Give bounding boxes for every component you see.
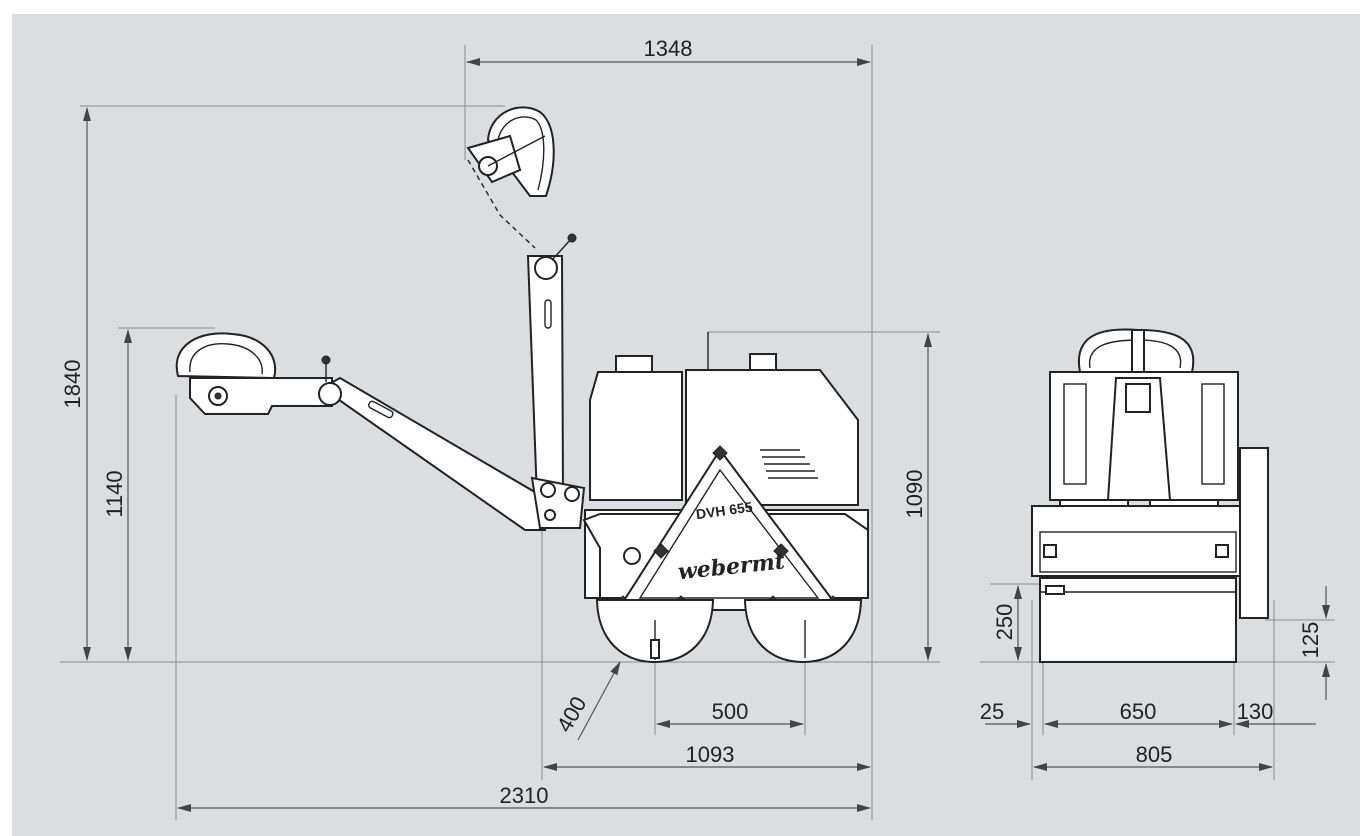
front-view-machine — [1031, 328, 1269, 663]
machine-body: DVH 655 webermt — [582, 332, 869, 611]
dim-overall-width: 805 — [1136, 742, 1173, 767]
dim-overall-length: 2310 — [500, 783, 549, 808]
vent-grille — [760, 449, 818, 479]
dim-left-offset: 25 — [980, 699, 1004, 724]
dim-machine-length: 1093 — [686, 742, 735, 767]
drums — [595, 599, 863, 664]
handle-lowered — [175, 332, 546, 531]
dim-wheelbase: 500 — [712, 699, 749, 724]
dim-right-offset: 130 — [1237, 699, 1274, 724]
side-view-machine: DVH 655 webermt — [175, 106, 869, 664]
model-label: DVH 655 — [695, 498, 754, 522]
dim-ground-clearance-right: 125 — [1298, 622, 1323, 659]
dim-ground-clearance-left: 250 — [992, 604, 1017, 641]
dimension-labels: 1348 1840 1140 1090 400 500 1093 2310 65… — [60, 36, 1323, 808]
dim-drum-width: 650 — [1120, 699, 1157, 724]
dim-handle-height: 1140 — [102, 470, 127, 517]
dim-handle-upright-reach: 1348 — [644, 36, 693, 61]
dim-overall-height: 1840 — [60, 360, 85, 409]
dim-machine-height: 1090 — [902, 470, 927, 519]
handle-upright — [466, 106, 586, 529]
dimension-lines — [83, 58, 1330, 812]
dim-drum-diameter: 400 — [551, 692, 591, 736]
